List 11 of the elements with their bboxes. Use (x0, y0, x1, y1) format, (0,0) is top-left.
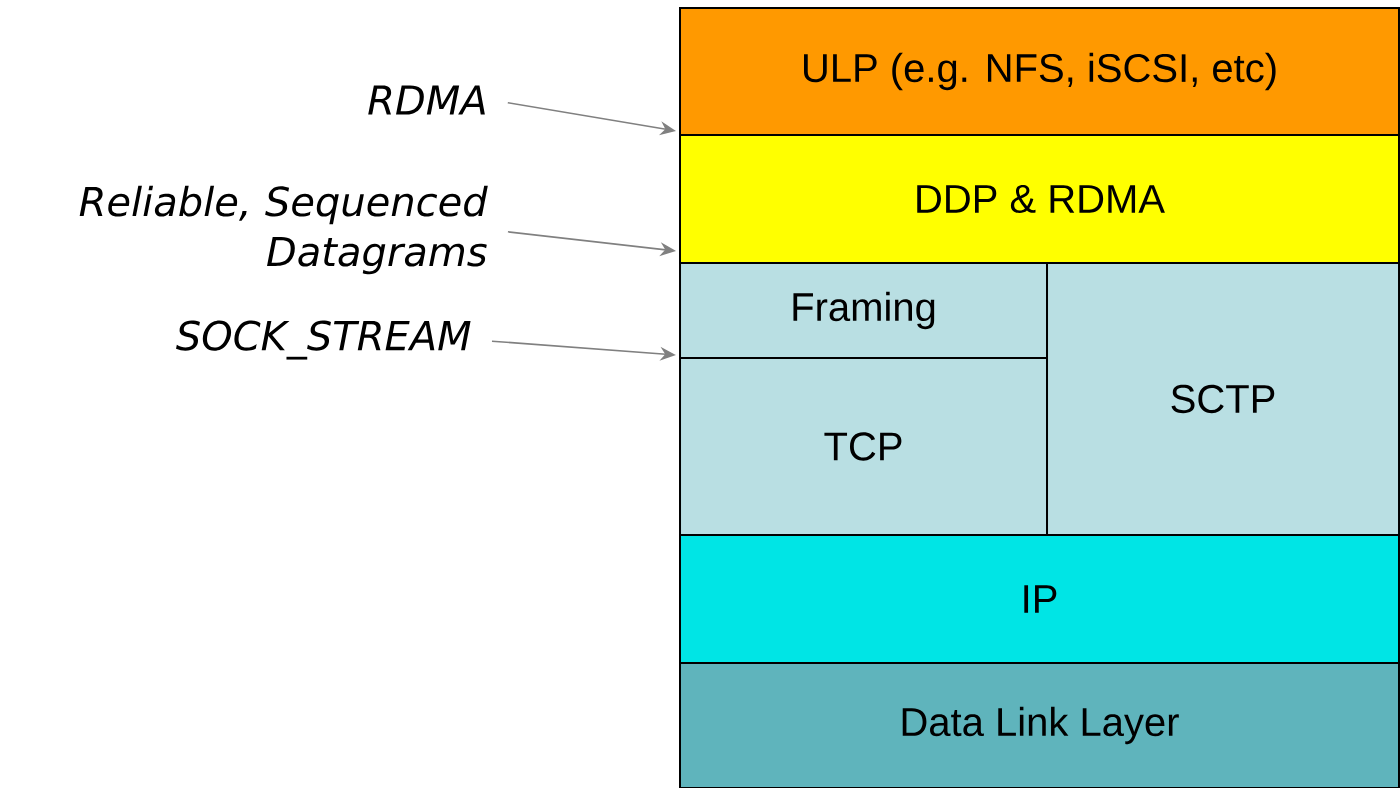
layer-box: Framing (679, 262, 1048, 359)
layer-box: IP (679, 534, 1400, 664)
layer-box: SCTP (1046, 262, 1400, 536)
side-label: RDMA (368, 85, 485, 115)
layer-box: DDP & RDMA (679, 134, 1400, 264)
layer-box: ULP (e.g. NFS, iSCSI, etc) (679, 7, 1400, 136)
layer-box: Data Link Layer (679, 662, 1400, 788)
layer-box: TCP (679, 357, 1048, 536)
node-label: SCTP (1171, 384, 1275, 414)
side-label: SOCK_STREAM (176, 320, 471, 360)
side-label: Reliable, Sequenced Datagrams (79, 185, 488, 275)
